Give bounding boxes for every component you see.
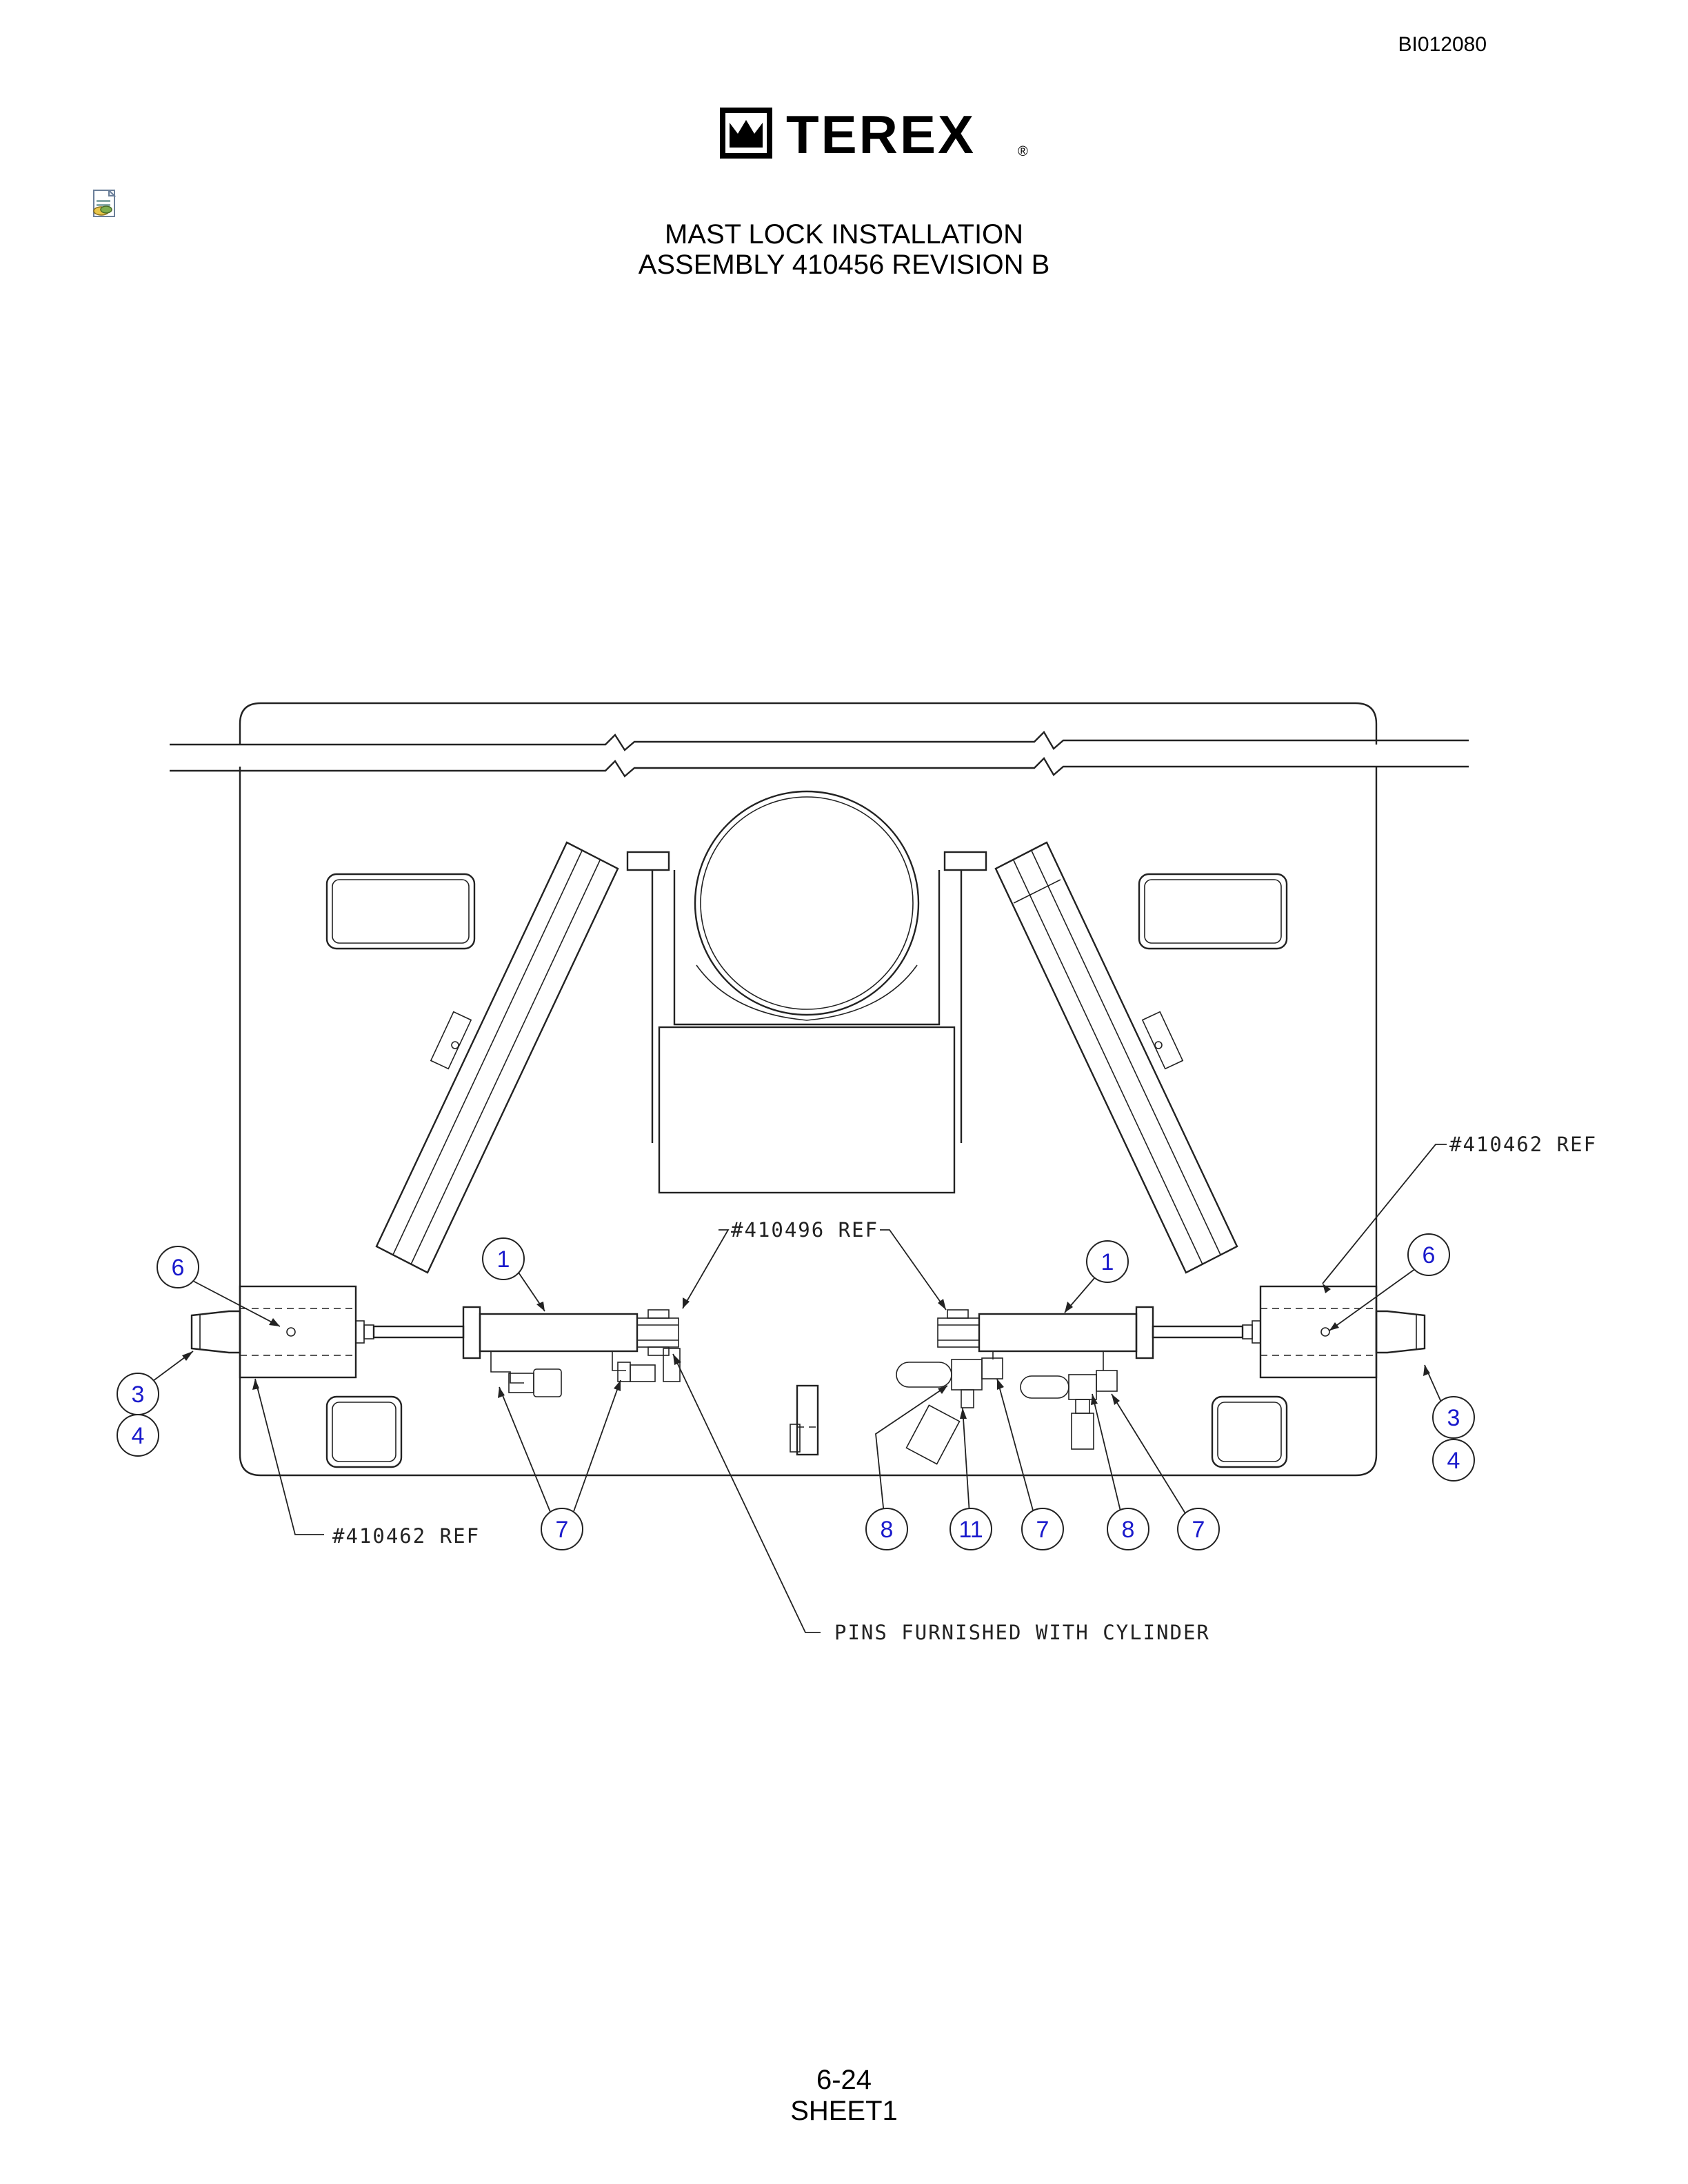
- balloon-label: 1: [497, 1246, 510, 1273]
- title-line-2: ASSEMBLY 410456 REVISION B: [638, 250, 1050, 280]
- balloon-b8-a: 8: [865, 1508, 908, 1550]
- balloon-label: 7: [556, 1517, 569, 1543]
- attachment-icon[interactable]: [90, 189, 120, 219]
- registered-mark: ®: [1018, 144, 1028, 159]
- balloon-layer: 6 1 3 4 7 1 6 3 4 8 11 7 8 7: [117, 1233, 1475, 1550]
- balloon-b7-a: 7: [541, 1508, 583, 1550]
- balloon-label: 7: [1192, 1517, 1205, 1543]
- arm-left: [375, 841, 619, 1274]
- base-plate: [239, 702, 1378, 1477]
- balloon-circle: [1107, 1508, 1149, 1550]
- balloon-circle: [157, 1246, 199, 1288]
- arm-right: [994, 841, 1238, 1274]
- balloon-b4-right: 4: [1432, 1439, 1475, 1482]
- balloon-circle: [482, 1237, 525, 1280]
- balloon-label: 6: [1423, 1242, 1436, 1268]
- balloon-label: 1: [1101, 1249, 1114, 1275]
- balloon-label: 8: [881, 1517, 894, 1543]
- balloon-b3-right: 3: [1432, 1396, 1475, 1439]
- slot-upper-right: [1138, 873, 1288, 950]
- balloon-circle: [1432, 1396, 1475, 1439]
- slot-lower-left: [325, 1395, 403, 1468]
- horizontal-beam: [170, 731, 1469, 778]
- sheet-label: SHEET1: [790, 2096, 898, 2126]
- balloon-circle: [865, 1508, 908, 1550]
- balloon-b3-left: 3: [117, 1373, 159, 1415]
- ref-410496: #410496 REF: [731, 1218, 878, 1242]
- pins-note: PINS FURNISHED WITH CYLINDER: [834, 1621, 1210, 1644]
- balloon-circle: [1021, 1508, 1064, 1550]
- balloon-label: 6: [172, 1255, 185, 1281]
- ref-410462-left: #410462 REF: [332, 1524, 480, 1548]
- slot-lower-right: [1211, 1395, 1288, 1468]
- balloon-b7-b: 7: [1021, 1508, 1064, 1550]
- lock-right: [896, 1285, 1426, 1465]
- balloon-label: 7: [1036, 1517, 1049, 1543]
- balloon-b11: 11: [950, 1508, 992, 1550]
- balloon-circle: [1177, 1508, 1220, 1550]
- slot-upper-left: [325, 873, 476, 950]
- balloon-circle: [950, 1508, 992, 1550]
- ref-410462-right: #410462 REF: [1449, 1133, 1597, 1156]
- balloon-label: 4: [132, 1423, 145, 1449]
- balloon-circle: [1407, 1233, 1450, 1276]
- arrowheads: [182, 1284, 1430, 1419]
- balloon-b7-c: 7: [1177, 1508, 1220, 1550]
- balloon-b6-right: 6: [1407, 1233, 1450, 1276]
- title-line-1: MAST LOCK INSTALLATION: [664, 219, 1024, 250]
- balloon-b1-right: 1: [1086, 1240, 1129, 1283]
- balloon-b6-left: 6: [157, 1246, 199, 1288]
- balloon-circle: [1432, 1439, 1475, 1482]
- balloon-circle: [1086, 1240, 1129, 1283]
- central-mast: [626, 790, 987, 1194]
- terex-logo: TEREX ®: [720, 104, 1028, 165]
- balloon-label: 8: [1122, 1517, 1135, 1543]
- center-bracket: [790, 1384, 819, 1456]
- balloon-circle: [541, 1508, 583, 1550]
- balloon-label: 4: [1447, 1448, 1460, 1474]
- document-id: BI012080: [1398, 33, 1487, 56]
- page-number: 6-24: [816, 2065, 872, 2095]
- balloon-label: 3: [132, 1382, 145, 1408]
- lock-left: [190, 1285, 681, 1397]
- balloon-b1-left: 1: [482, 1237, 525, 1280]
- balloon-circle: [117, 1414, 159, 1457]
- balloon-label: 3: [1447, 1405, 1460, 1431]
- balloon-b8-b: 8: [1107, 1508, 1149, 1550]
- leader-lines: [150, 1144, 1447, 1633]
- logo-text: TEREX: [786, 104, 976, 165]
- balloon-label: 11: [958, 1517, 983, 1543]
- balloon-b4-left: 4: [117, 1414, 159, 1457]
